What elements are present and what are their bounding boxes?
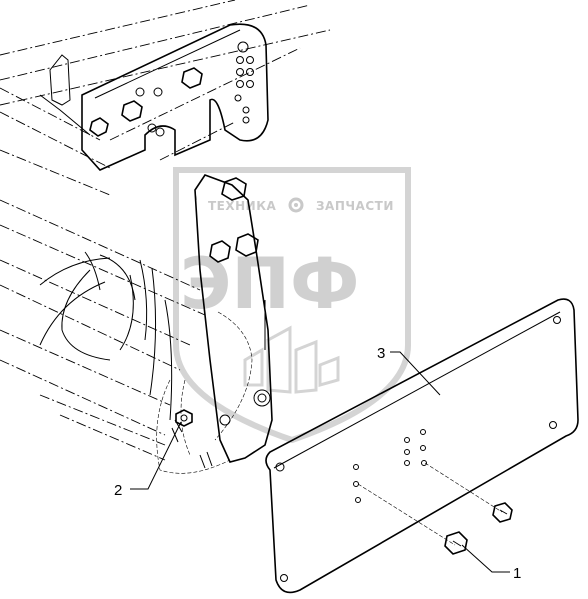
callout-1: 1 <box>461 544 521 582</box>
upper-bracket <box>39 23 269 171</box>
watermark-logo: ЭПФ <box>180 243 359 325</box>
gear-icon <box>288 197 304 213</box>
plate-holes <box>353 429 427 503</box>
callout-3: 3 <box>377 345 441 396</box>
cover-plate-part-3 <box>265 298 579 594</box>
bolt-part-1 <box>357 462 513 555</box>
nut-part-2 <box>175 409 193 427</box>
vertical-plate <box>194 174 273 463</box>
bolt-head-upper <box>89 67 203 137</box>
watermark-text-left: ТЕХНИКА <box>208 199 277 213</box>
callout-label-1: 1 <box>513 565 521 582</box>
reel-section <box>39 251 231 474</box>
callout-label-2: 2 <box>114 482 122 499</box>
watermark-text-right: ЗАПЧАСТИ <box>316 199 394 213</box>
frame-rails <box>0 0 331 461</box>
callout-label-3: 3 <box>377 345 385 362</box>
watermark: ТЕХНИКА ЗАПЧАСТИ ЭПФ <box>173 167 411 444</box>
watermark-buildings <box>243 325 340 394</box>
callout-2: 2 <box>114 421 182 499</box>
